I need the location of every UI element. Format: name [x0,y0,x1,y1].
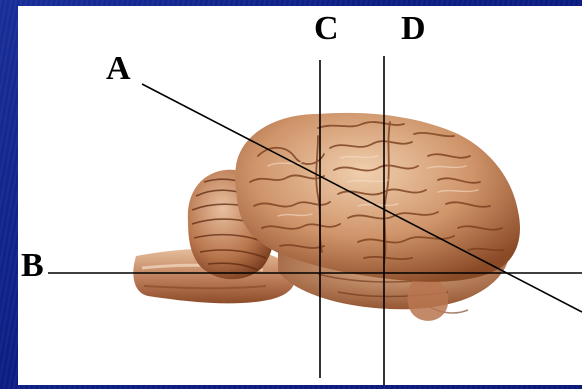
plane-label-c: C [314,12,339,46]
figure-panel: A B C D [18,6,582,385]
brain-section-diagram [18,6,582,385]
plane-label-a: A [106,52,131,86]
plane-label-b: B [21,249,44,283]
plane-label-d: D [401,12,426,46]
